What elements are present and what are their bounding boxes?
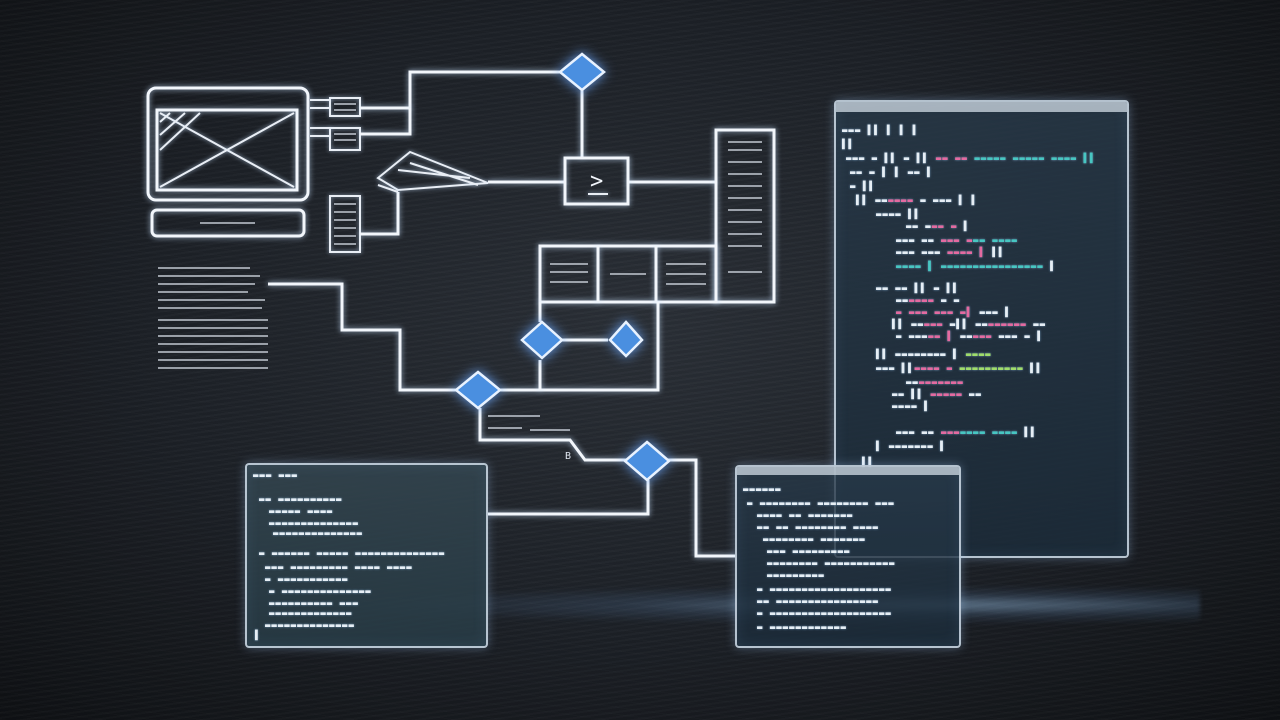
code-panel-bottom-left: ▬▬▬ ▬▬▬ ▬▬ ▬▬▬▬▬▬▬▬▬▬ ▬▬▬▬▬ ▬▬▬▬ ▬▬▬▬▬▬▬…: [245, 463, 488, 648]
pointer-label: B: [565, 451, 571, 462]
text-block-left: [158, 267, 268, 369]
monitor-wireframe-icon: [146, 86, 310, 238]
code-lines: ▬▬▬ ▬▬▬ ▬▬ ▬▬▬▬▬▬▬▬▬▬ ▬▬▬▬▬ ▬▬▬▬ ▬▬▬▬▬▬▬…: [253, 471, 446, 641]
decision-diamond-icon: [558, 52, 606, 92]
data-table-block: [538, 244, 718, 304]
terminal-prompt-icon: >: [563, 156, 630, 206]
code-panel-bottom-right: ▬▬▬▬▬▬ ▬ ▬▬▬▬▬▬▬▬ ▬▬▬▬▬▬▬▬ ▬▬▬ ▬▬▬▬ ▬▬ ▬…: [735, 465, 961, 648]
decision-diamond-icon: [623, 440, 671, 482]
code-lines: ▬▬▬▬▬▬ ▬ ▬▬▬▬▬▬▬▬ ▬▬▬▬▬▬▬▬ ▬▬▬ ▬▬▬▬ ▬▬ ▬…: [743, 485, 896, 633]
decision-diamond-icon: [608, 320, 644, 358]
code-panel-main: ▬▬▬ ▌▌ ▌ ▌ ▌ ▌▌ ▬▬▬ ▬ ▌▌ ▬ ▌▌ ▬▬ ▬▬ ▬▬▬▬…: [834, 100, 1129, 558]
panel-title-bar: [836, 102, 1127, 112]
decision-diamond-icon: [454, 370, 502, 410]
server-rack-icon: [714, 128, 776, 304]
document-stack-icon: [310, 97, 361, 253]
prompt-symbol: >: [590, 169, 603, 194]
panel-title-bar: [737, 467, 959, 475]
code-lines: ▬▬▬ ▌▌ ▌ ▌ ▌ ▌▌ ▬▬▬ ▬ ▌▌ ▬ ▌▌ ▬▬ ▬▬ ▬▬▬▬…: [842, 126, 1097, 468]
decision-diamond-icon: [520, 320, 564, 360]
paper-plane-icon: [376, 150, 489, 192]
